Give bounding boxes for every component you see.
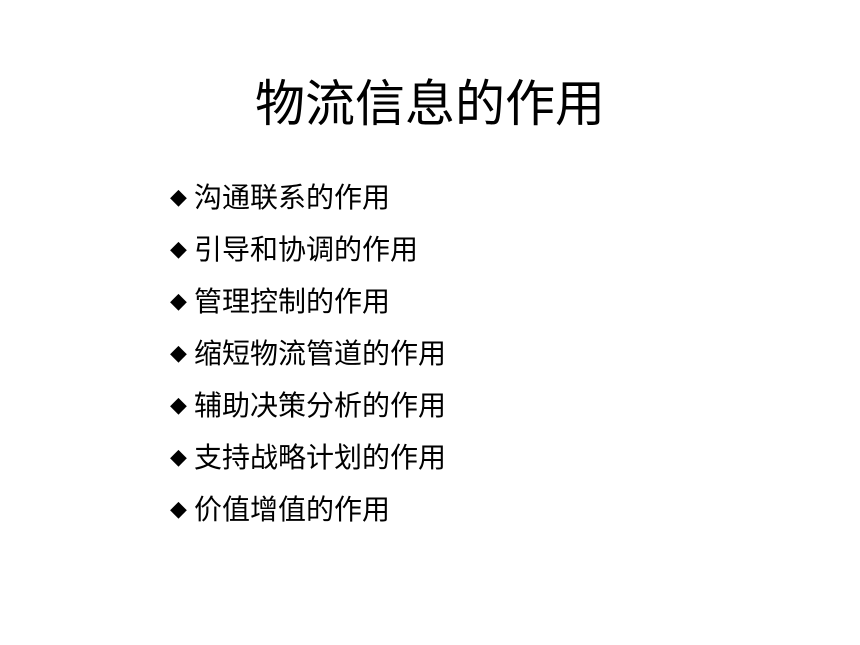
bullet-text: 支持战略计划的作用 xyxy=(194,441,447,474)
diamond-bullet-icon: ◆ xyxy=(170,393,187,418)
bullet-item-communication: ◆ 沟通联系的作用 xyxy=(170,172,446,224)
bullet-item-strategy: ◆ 支持战略计划的作用 xyxy=(170,432,446,484)
diamond-bullet-icon: ◆ xyxy=(170,237,187,262)
bullet-item-value-added: ◆ 价值增值的作用 xyxy=(170,484,446,536)
diamond-bullet-icon: ◆ xyxy=(170,185,187,210)
bullet-text: 价值增值的作用 xyxy=(194,493,391,526)
slide-title: 物流信息的作用 xyxy=(255,75,605,133)
bullet-text: 管理控制的作用 xyxy=(194,285,391,318)
bullet-list: ◆ 沟通联系的作用 ◆ 引导和协调的作用 ◆ 管理控制的作用 ◆ 缩短物流管道的… xyxy=(170,172,446,536)
bullet-item-pipeline: ◆ 缩短物流管道的作用 xyxy=(170,328,446,380)
diamond-bullet-icon: ◆ xyxy=(170,497,187,522)
diamond-bullet-icon: ◆ xyxy=(170,289,187,314)
bullet-item-management: ◆ 管理控制的作用 xyxy=(170,276,446,328)
bullet-text: 引导和协调的作用 xyxy=(194,233,419,266)
diamond-bullet-icon: ◆ xyxy=(170,341,187,366)
diamond-bullet-icon: ◆ xyxy=(170,445,187,470)
bullet-text: 辅助决策分析的作用 xyxy=(194,389,447,422)
bullet-item-decision: ◆ 辅助决策分析的作用 xyxy=(170,380,446,432)
bullet-text: 缩短物流管道的作用 xyxy=(194,337,447,370)
bullet-text: 沟通联系的作用 xyxy=(194,181,391,214)
bullet-item-guidance: ◆ 引导和协调的作用 xyxy=(170,224,446,276)
